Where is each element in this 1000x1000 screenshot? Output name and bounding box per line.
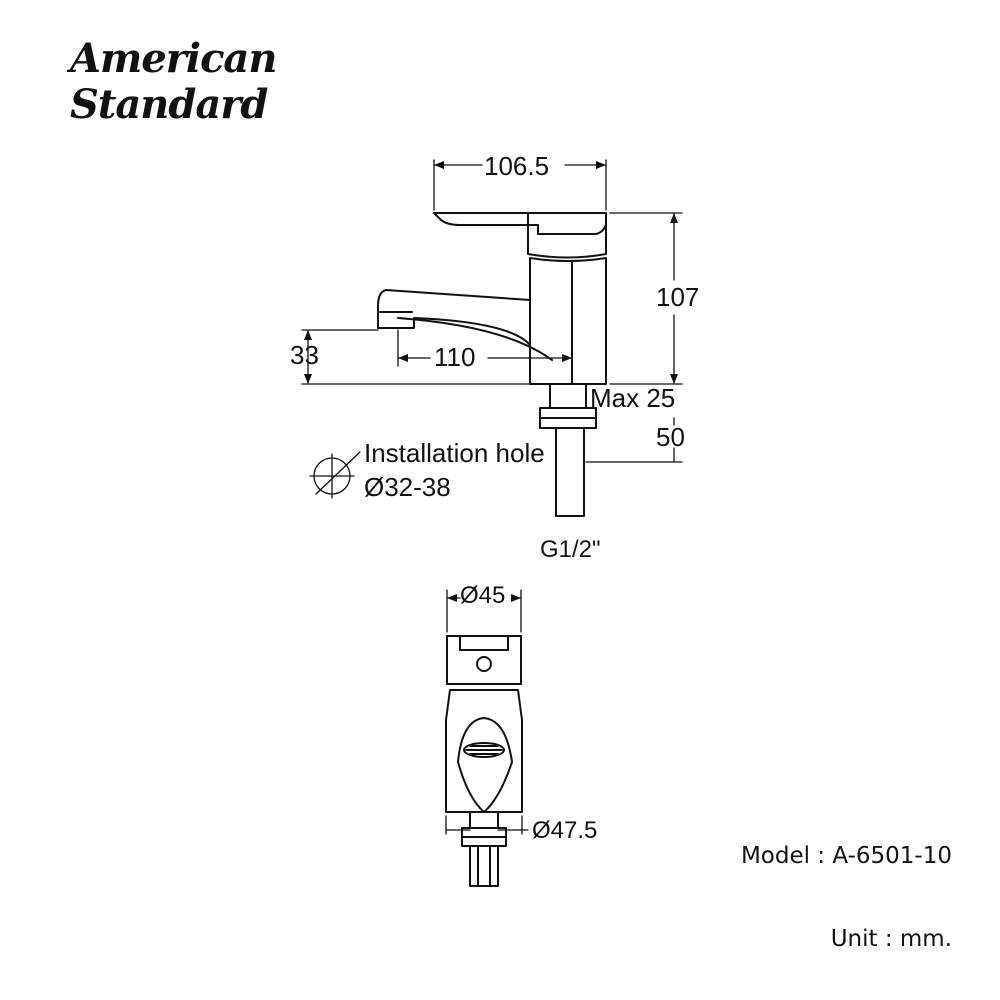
- fixing-washer-top: [539, 407, 597, 419]
- faucet-front-view: [445, 635, 523, 887]
- brand-logo: American Standard: [70, 35, 277, 128]
- base-ring: [549, 383, 587, 409]
- faucet-body: [529, 257, 607, 385]
- dim-base-diameter-label: Ø47.5: [532, 817, 597, 844]
- model-label: Model : A-6501-10: [740, 843, 952, 869]
- front-base-ring: [469, 811, 499, 829]
- indicator-hole: [476, 656, 492, 672]
- brand-logo-line1: American: [70, 35, 277, 82]
- dim-spout-reach-label: 110: [434, 342, 475, 372]
- dimension-arrows: [304, 161, 678, 602]
- installation-hole-label: Installation hole: [364, 438, 545, 468]
- handle-lever: [433, 212, 607, 235]
- installation-hole-diameter: Ø32-38: [364, 472, 451, 502]
- dim-top-diameter-label: Ø45: [460, 582, 505, 609]
- front-view-dimension-lines: [445, 589, 529, 835]
- aerator-face: [463, 742, 505, 758]
- front-handle: [446, 635, 522, 685]
- dim-max-thickness-label: Max 25: [590, 383, 675, 413]
- faucet-spout: [377, 289, 531, 346]
- side-view-dimension-lines: [301, 159, 683, 517]
- front-shank: [469, 845, 499, 887]
- dim-height-label: 107: [656, 282, 699, 312]
- shank: [555, 427, 585, 517]
- spout-shade-line: [397, 317, 553, 361]
- front-spout-mouth: [457, 717, 513, 813]
- unit-label: Unit : mm.: [830, 926, 952, 952]
- dim-shank-length-label: 50: [656, 422, 685, 452]
- dim-spout-height-label: 33: [290, 340, 319, 370]
- brand-logo-line2: Standard: [70, 81, 268, 128]
- dim-width-top-label: 106.5: [484, 151, 549, 181]
- dim-thread-label: G1/2": [540, 536, 601, 563]
- fixing-washer-bottom: [539, 417, 597, 429]
- front-body: [445, 689, 523, 813]
- front-washer-bottom: [461, 836, 507, 847]
- handle-cap: [527, 213, 607, 259]
